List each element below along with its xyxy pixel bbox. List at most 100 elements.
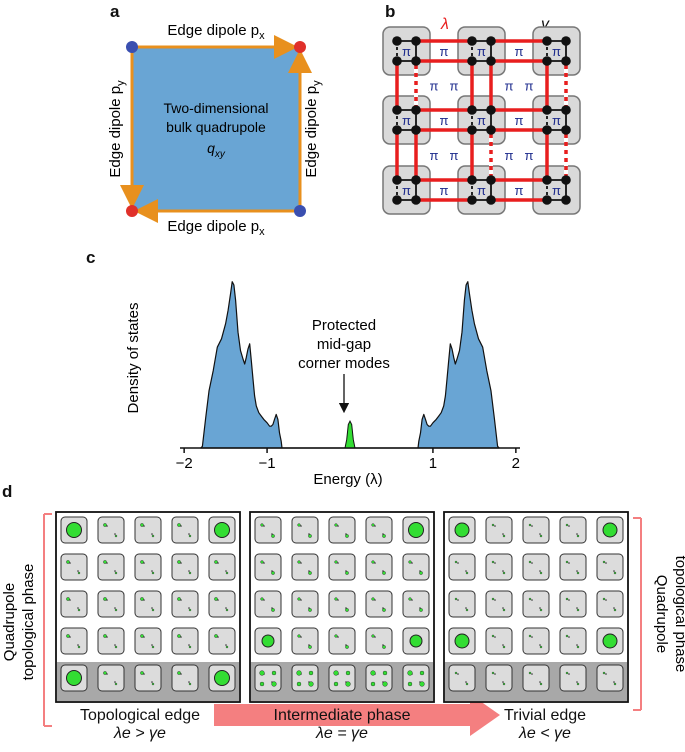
- corner-mode-intensity: [140, 634, 144, 638]
- pi-flux-label: π: [477, 113, 486, 128]
- corner-mode-intensity: [333, 681, 339, 687]
- corner-mode-intensity: [260, 560, 264, 564]
- site-dot: [568, 599, 570, 601]
- site-dot: [263, 599, 265, 601]
- site-dot: [576, 681, 578, 683]
- corner-mode-intensity: [214, 670, 230, 686]
- corner-mode-intensity: [345, 645, 349, 649]
- corner-mode-intensity: [103, 597, 107, 601]
- left-side-label-line2: topological phase: [20, 564, 37, 681]
- corner-mode-intensity: [297, 597, 301, 601]
- corner-mode-intensity: [177, 671, 181, 675]
- unit-cell: [171, 627, 199, 655]
- corner-mode-intensity: [151, 645, 155, 649]
- unit-cell: [60, 590, 88, 618]
- corner-mode-intensity: [565, 634, 569, 638]
- panel-a-letter: a: [110, 2, 120, 21]
- corner-mode-intensity: [66, 522, 82, 538]
- annotation-line1: Protected: [312, 317, 376, 334]
- bulk-label-line1: Two-dimensional: [163, 100, 268, 116]
- corner-mode-intensity: [409, 634, 423, 648]
- site-dot: [539, 681, 541, 683]
- corner-mode-intensity: [407, 670, 413, 676]
- unit-cell: [559, 627, 587, 655]
- site-dot: [502, 533, 504, 535]
- lattice-site: [392, 195, 402, 205]
- site-dot: [151, 607, 153, 609]
- site-dot: [494, 599, 496, 601]
- unit-cell: [522, 553, 550, 581]
- unit-cell: [328, 664, 356, 692]
- right-side-label-line2: topological phase: [672, 556, 685, 673]
- corner-mode-intensity: [177, 560, 181, 564]
- unit-cell: [485, 516, 513, 544]
- pi-flux-label: π: [440, 44, 449, 59]
- unit-cell: [522, 590, 550, 618]
- lattice-site: [467, 36, 477, 46]
- corner-mode-intensity: [528, 523, 532, 527]
- corner-mode-intensity: [576, 682, 580, 686]
- lattice-site: [542, 36, 552, 46]
- corner-mode-intensity: [565, 560, 569, 564]
- lattice-site: [486, 195, 496, 205]
- corner-mode-intensity: [308, 534, 312, 538]
- lattice-site: [392, 105, 402, 115]
- corner-mode-intensity: [77, 608, 81, 612]
- pi-flux-label: π: [525, 79, 534, 94]
- corner-mode-intensity: [308, 681, 314, 687]
- pi-flux-label: π: [515, 183, 524, 198]
- corner-mode-intensity: [502, 682, 506, 686]
- corner-mode-intensity: [382, 681, 388, 687]
- unit-cell: [291, 590, 319, 618]
- site-dot: [605, 599, 607, 601]
- pi-flux-label: π: [515, 44, 524, 59]
- unit-cell: [448, 664, 476, 692]
- site-dot: [188, 681, 190, 683]
- lattice-site: [561, 56, 571, 66]
- site-dot: [77, 607, 79, 609]
- corner-mode-intensity: [371, 634, 375, 638]
- corner-mode-intensity: [528, 597, 532, 601]
- unit-cell: [171, 516, 199, 544]
- svg-text:Edge dipole px: Edge dipole px: [167, 22, 265, 42]
- corner-mode-intensity: [576, 534, 580, 538]
- corner-mode-intensity: [259, 670, 265, 676]
- site-dot: [465, 570, 467, 572]
- unit-cell: [134, 590, 162, 618]
- corner-mode-intensity: [261, 634, 275, 648]
- unit-cell: [60, 553, 88, 581]
- corner-mode-intensity: [370, 670, 376, 676]
- unit-cell: [596, 590, 624, 618]
- corner-mode-intensity: [271, 571, 275, 575]
- corner-mode-intensity: [151, 534, 155, 538]
- corner-mode-intensity: [188, 682, 192, 686]
- lattice-site: [392, 175, 402, 185]
- site-dot: [502, 681, 504, 683]
- site-dot: [457, 562, 459, 564]
- unit-cell: [254, 553, 282, 581]
- lattice-site: [486, 125, 496, 135]
- pi-flux-label: π: [450, 79, 459, 94]
- corner-mode-intensity: [188, 534, 192, 538]
- bottom-edge-label: Edge dipole p: [167, 218, 259, 235]
- site-dot: [457, 673, 459, 675]
- lattice-site: [467, 175, 477, 185]
- panel-d-figure: Quadrupole topological phase Quadrupole …: [1, 511, 685, 736]
- corner-mode-intensity: [502, 571, 506, 575]
- unit-cell: [134, 664, 162, 692]
- lattice-site: [467, 195, 477, 205]
- corner-mode-intensity: [225, 571, 229, 575]
- bulk-label-line2: bulk quadrupole: [166, 119, 266, 135]
- corner-mode-intensity: [77, 571, 81, 575]
- site-dot: [502, 644, 504, 646]
- y-axis-label: Density of states: [125, 303, 142, 414]
- corner-mode-intensity: [214, 560, 218, 564]
- corner-mode-intensity: [407, 681, 413, 687]
- site-dot: [114, 681, 116, 683]
- corner-mode-intensity: [114, 645, 118, 649]
- corner-mode-intensity: [408, 597, 412, 601]
- corner-charge-bottom-right: [294, 205, 306, 217]
- unit-cell: [559, 553, 587, 581]
- svg-text:Edge dipole px: Edge dipole px: [167, 218, 265, 235]
